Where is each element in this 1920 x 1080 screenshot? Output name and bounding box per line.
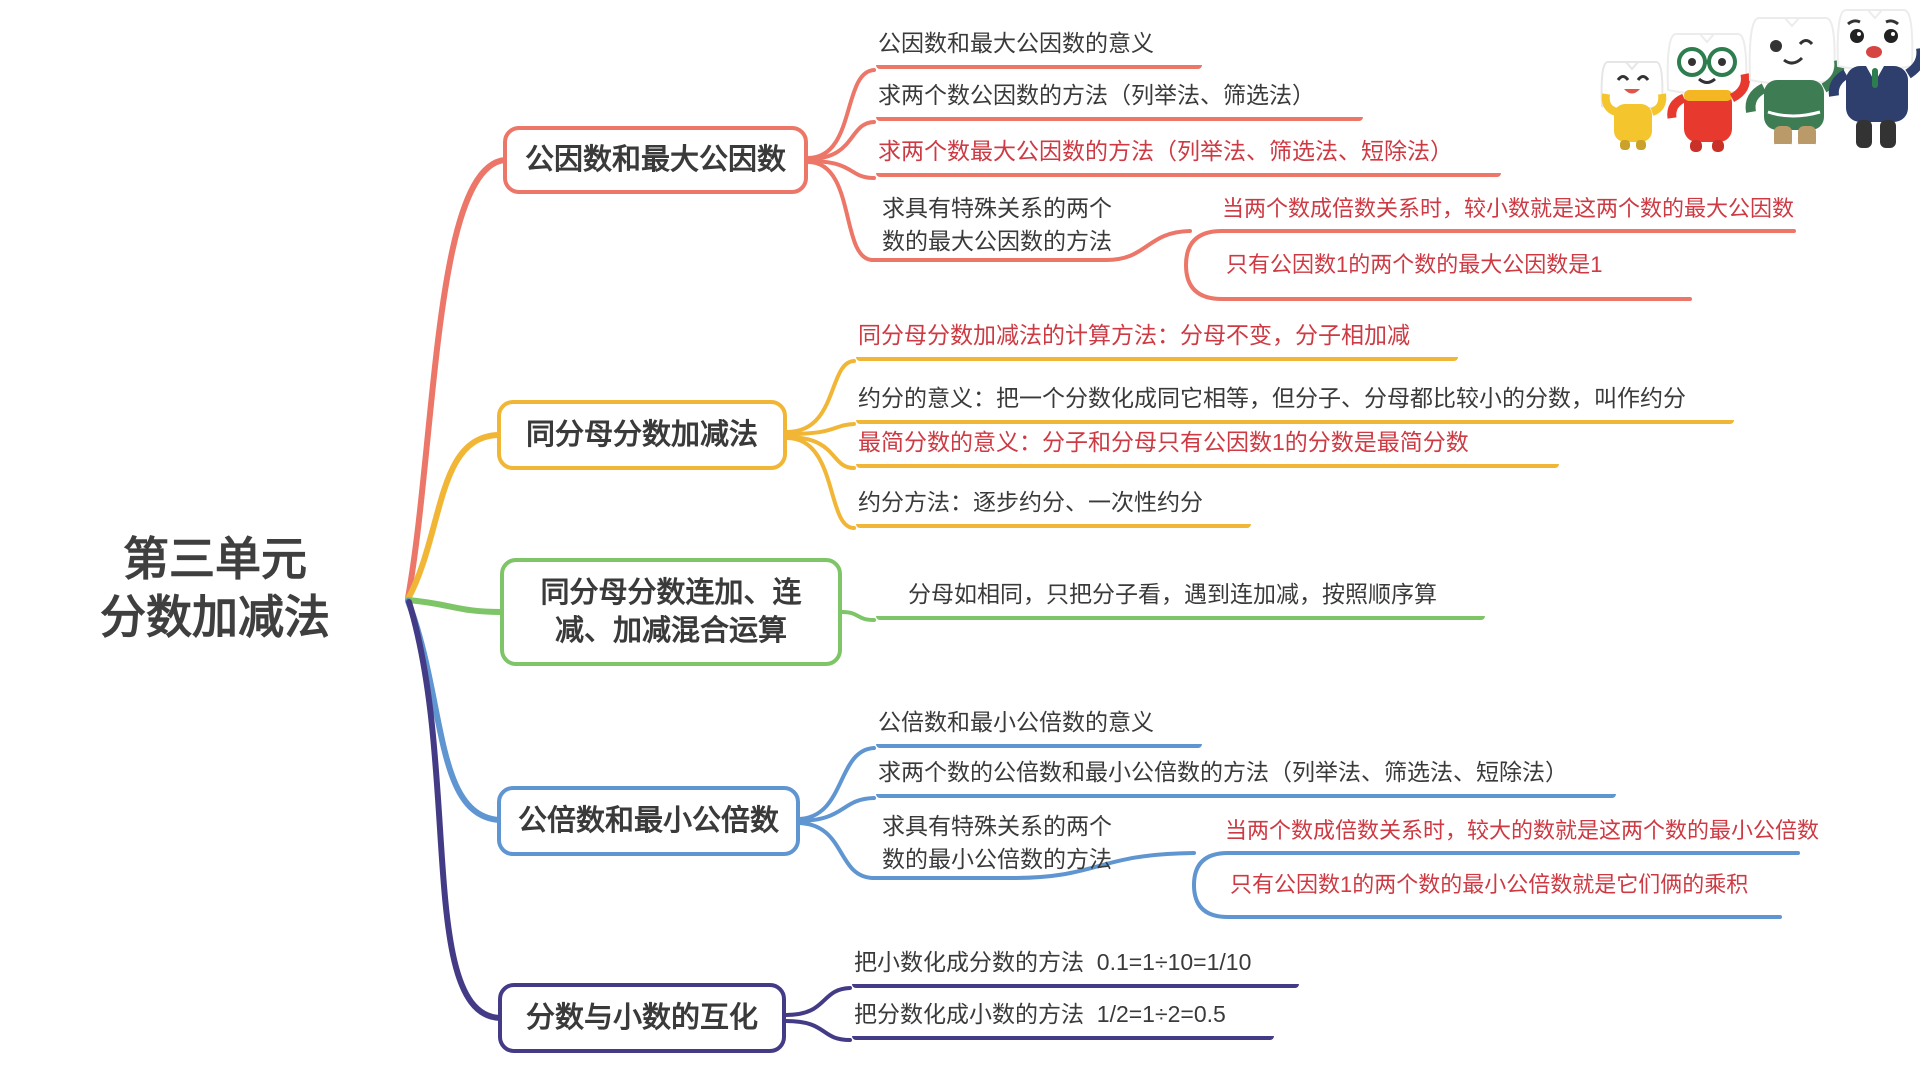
leaf-common-factor-meaning: 公因数和最大公因数的意义 [876, 28, 1202, 69]
yellow-book-kid-figure [1600, 61, 1667, 150]
subleaf-multiple-relation-lcm: 当两个数成倍数关系时，较大的数就是这两个数的最小公倍数 [1225, 818, 1820, 843]
leaf-gcf-method: 求两个数最大公因数的方法（列举法、筛选法、短除法） [876, 136, 1501, 177]
leaf-fraction-to-decimal: 把分数化成小数的方法 1/2=1÷2=0.5 [852, 999, 1274, 1040]
leaf-decimal-to-fraction: 把小数化成分数的方法 0.1=1÷10=1/10 [852, 947, 1300, 988]
topic-box-same-denominator-label: 同分母分数加减法 [525, 419, 758, 451]
navy-blazer-book-kid-figure [1828, 9, 1920, 148]
leaf-common-multiple-meaning: 公倍数和最小公倍数的意义 [876, 707, 1202, 748]
topic-box-same-denominator: 同分母分数加减法 [497, 400, 787, 470]
topic-box-mixed-operations-line2: 减、加减混合运算 [554, 615, 787, 647]
topic-box-common-factors-label: 公因数和最大公因数 [524, 144, 786, 176]
leaf-common-factor-method: 求两个数公因数的方法（列举法、筛选法） [876, 80, 1363, 121]
subleaf-multiple-relation-gcf: 当两个数成倍数关系时，较小数就是这两个数的最大公因数 [1222, 196, 1795, 221]
red-glasses-book-kid-figure [1666, 33, 1750, 152]
topic-box-fraction-decimal-label: 分数与小数的互化 [525, 1002, 758, 1034]
subleaf-coprime-lcm: 只有公因数1的两个数的最小公倍数就是它们俩的乘积 [1230, 872, 1749, 897]
leaf-mixed-operation-rule: 分母如相同，只把分子看，遇到连加减，按照顺序算 [876, 579, 1485, 620]
leaf-reduction-meaning: 约分的意义：把一个分数化成同它相等，但分子、分母都比较小的分数，叫作约分 [856, 383, 1734, 424]
topic-box-common-multiples: 公倍数和最小公倍数 [497, 786, 800, 856]
leaf-special-relation-gcf-line2: 数的最大公因数的方法 [882, 228, 1112, 254]
topic-box-fraction-decimal: 分数与小数的互化 [498, 983, 786, 1053]
green-jacket-book-kid-figure [1745, 17, 1845, 152]
root-line-1: 第三单元 [123, 533, 307, 585]
leaf-special-relation-lcm-line1: 求具有特殊关系的两个 [882, 813, 1112, 839]
leaf-special-relation-lcm-line2: 数的最小公倍数的方法 [882, 846, 1112, 872]
root-line-2: 分数加减法 [100, 591, 330, 643]
subleaf-coprime-gcf: 只有公因数1的两个数的最大公因数是1 [1226, 252, 1603, 277]
topic-box-mixed-operations: 同分母分数连加、连 减、加减混合运算 [500, 558, 842, 666]
topic-box-common-multiples-label: 公倍数和最小公倍数 [517, 805, 779, 837]
leaf-simplest-fraction-meaning: 最简分数的意义：分子和分母只有公因数1的分数是最简分数 [856, 427, 1559, 468]
topic-box-mixed-operations-line1: 同分母分数连加、连 [540, 577, 802, 609]
mascots-illustration [1600, 9, 1920, 152]
leaf-same-denominator-rule: 同分母分数加减法的计算方法：分母不变，分子相加减 [856, 320, 1458, 361]
topic-box-common-factors: 公因数和最大公因数 [503, 126, 808, 194]
leaf-special-relation-lcm: 求具有特殊关系的两个 数的最小公倍数的方法 [882, 810, 1112, 876]
leaf-lcm-method: 求两个数的公倍数和最小公倍数的方法（列举法、筛选法、短除法） [876, 757, 1616, 798]
leaf-special-relation-gcf: 求具有特殊关系的两个 数的最大公因数的方法 [882, 192, 1112, 258]
root-node: 第三单元 分数加减法 [50, 530, 380, 646]
leaf-reduction-methods: 约分方法：逐步约分、一次性约分 [856, 487, 1251, 528]
leaf-special-relation-gcf-line1: 求具有特殊关系的两个 [882, 195, 1112, 221]
